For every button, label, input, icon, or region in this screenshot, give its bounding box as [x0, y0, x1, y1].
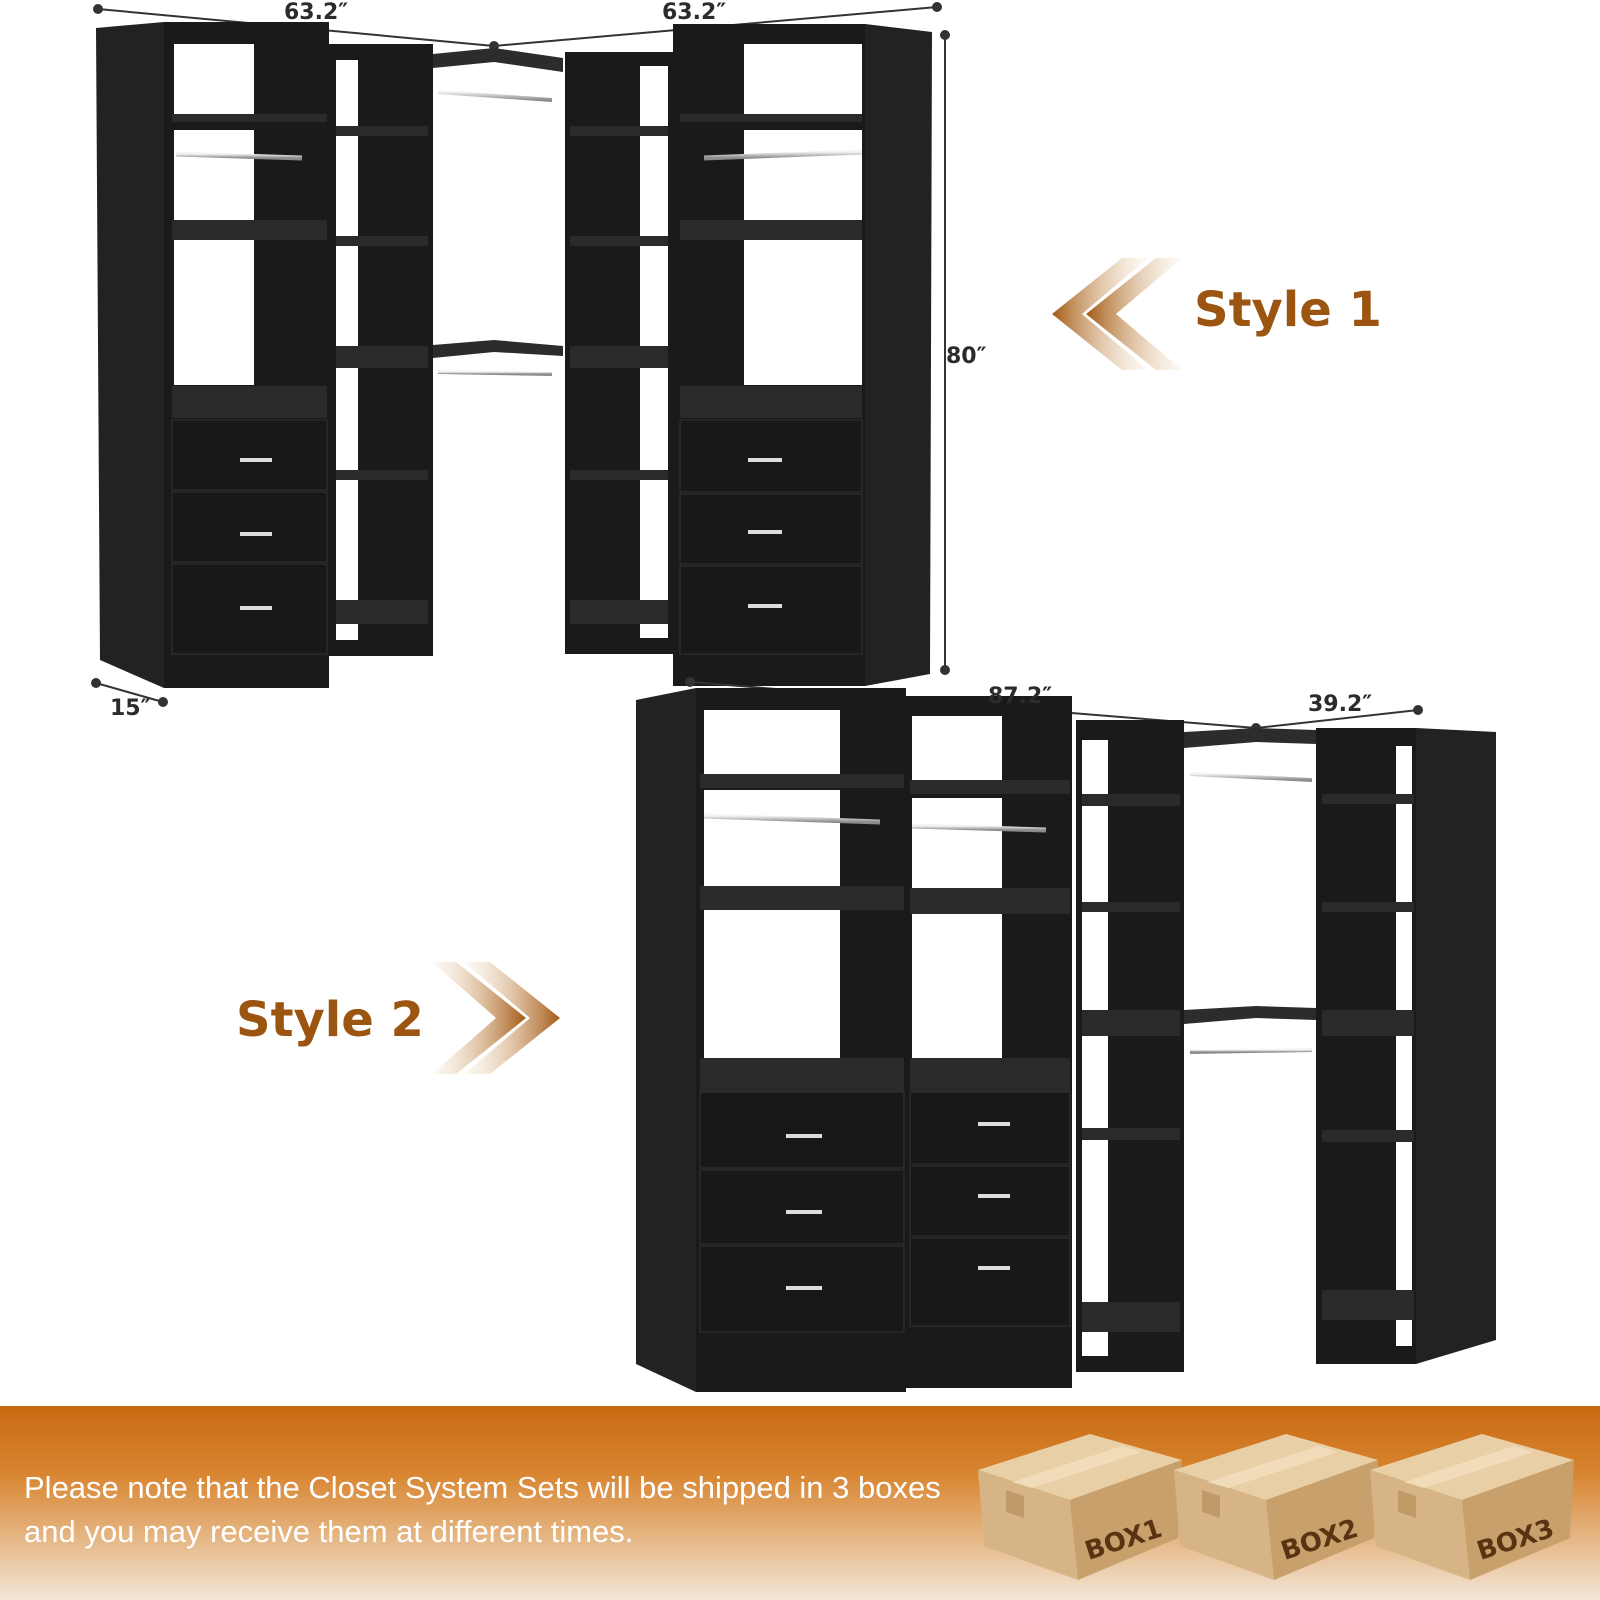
- cardboard-box-icon: BOX3: [1370, 1434, 1574, 1580]
- style2-closet-illustration: [636, 677, 1496, 1392]
- style2-side-tower: [1316, 728, 1496, 1364]
- style2-shelf-tower: [1076, 720, 1184, 1372]
- style1-left-shelf-tower: [329, 44, 433, 656]
- shipping-note: Please note that the Closet System Sets …: [24, 1470, 941, 1549]
- style2-unit-b: [906, 696, 1072, 1388]
- style1-dimension-lines: [91, 2, 950, 707]
- shipping-banner: Please note that the Closet System Sets …: [0, 1406, 1600, 1600]
- style2-label: Style 2: [236, 992, 424, 1048]
- style1-corner-section: [433, 48, 563, 376]
- style1-label: Style 1: [1194, 282, 1382, 338]
- dim-width-main: 87.2″: [988, 684, 1053, 709]
- dim-width-right: 63.2″: [662, 0, 727, 25]
- style2-corner-section: [1184, 728, 1316, 1054]
- dim-depth: 15″: [110, 696, 151, 721]
- style1-right-unit: [673, 24, 932, 686]
- style1-left-unit: [96, 22, 329, 688]
- dim-width-side: 39.2″: [1308, 692, 1373, 717]
- chevron-right-icon: [432, 962, 560, 1074]
- dim-width-left: 63.2″: [284, 0, 349, 25]
- dim-height: 80″: [946, 344, 987, 369]
- chevron-left-icon: [1052, 258, 1182, 370]
- style1-right-shelf-tower: [565, 52, 673, 654]
- cardboard-box-icon: BOX1: [978, 1434, 1182, 1580]
- style2-unit-a: [636, 688, 906, 1392]
- style1-closet-illustration: [91, 2, 950, 707]
- cardboard-box-icon: BOX2: [1174, 1434, 1378, 1580]
